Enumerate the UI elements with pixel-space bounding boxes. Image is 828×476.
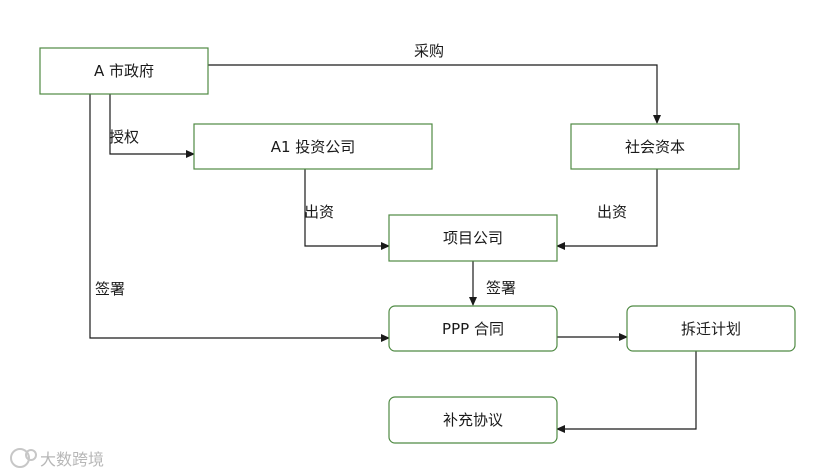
node-a1-invest: A1 投资公司 [193, 123, 433, 170]
edge-procurement [208, 64, 661, 124]
edge-demolition-to-supplement [556, 351, 697, 433]
svg-text:拆迁计划: 拆迁计划 [681, 320, 741, 338]
node-social-capital: 社会资本 [570, 123, 740, 170]
svg-text:社会资本: 社会资本 [625, 138, 685, 156]
edge-label-invest-left: 出资 [304, 203, 334, 221]
svg-text:A 市政府: A 市政府 [94, 62, 154, 80]
svg-text:补充协议: 补充协议 [443, 411, 503, 429]
edge-label-procurement: 采购 [414, 42, 444, 60]
edge-label-sign-center: 签署 [486, 279, 516, 297]
watermark: 大数跨境 [10, 448, 104, 469]
node-supplement-agreement: 补充协议 [388, 396, 558, 444]
edge-authorize [109, 94, 195, 158]
svg-text:PPP 合同: PPP 合同 [442, 320, 504, 338]
node-a-city-gov: A 市政府 [39, 47, 209, 95]
node-project-company: 项目公司 [388, 214, 558, 262]
watermark-text: 大数跨境 [40, 450, 104, 469]
edge-label-sign-left: 签署 [95, 280, 125, 298]
svg-text:A1 投资公司: A1 投资公司 [271, 138, 356, 156]
edge-label-authorize: 授权 [109, 128, 139, 146]
watermark-logo-icon [10, 448, 37, 468]
edge-sign-left [89, 94, 390, 342]
node-ppp-contract: PPP 合同 [388, 305, 558, 352]
node-demolition-plan: 拆迁计划 [626, 305, 796, 352]
edge-label-invest-right: 出资 [597, 203, 627, 221]
svg-text:项目公司: 项目公司 [443, 229, 503, 247]
edge-invest-left [304, 169, 390, 250]
edge-invest-right [556, 169, 658, 250]
